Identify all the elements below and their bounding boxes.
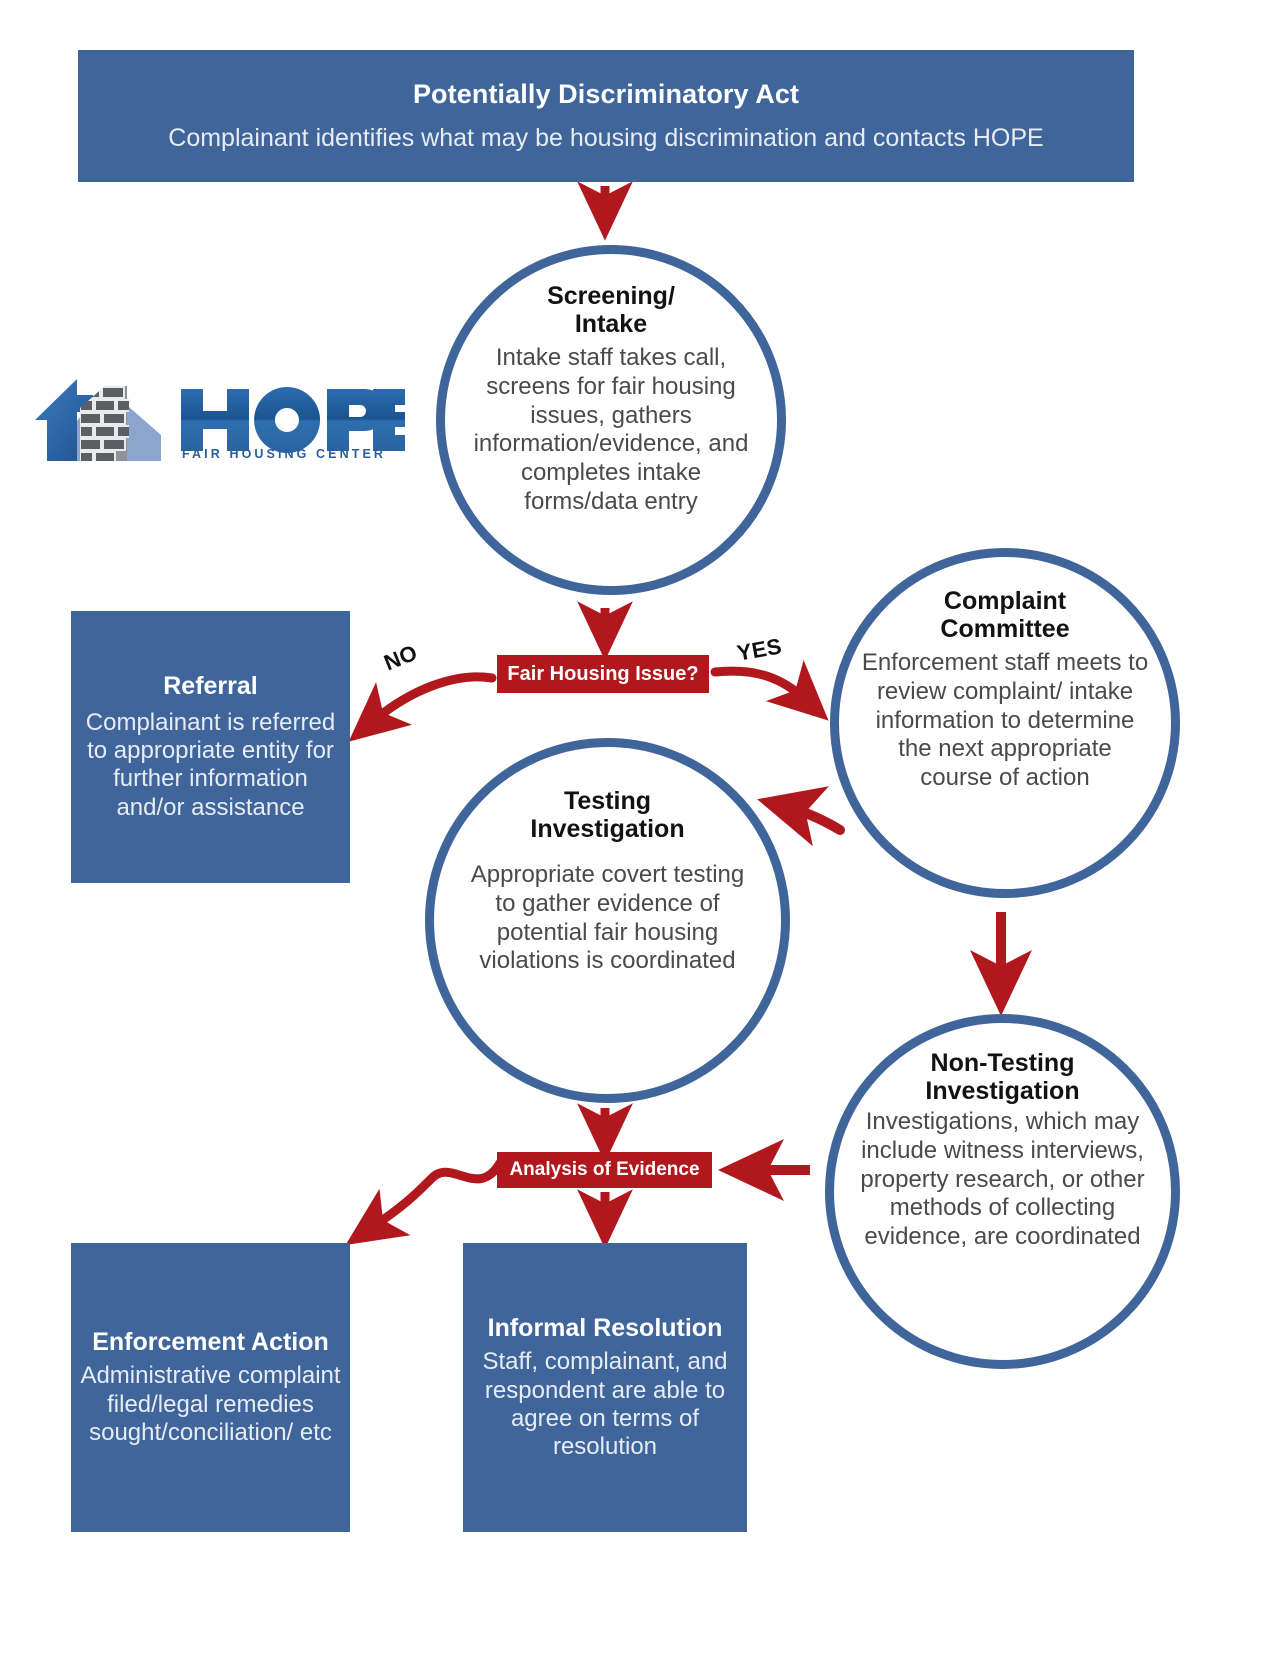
hope-wordmark <box>181 387 405 453</box>
hope-logo: FAIR HOUSING CENTER <box>33 365 405 461</box>
house-dark-roof <box>35 379 93 461</box>
screening-body: Intake staff takes call, screens for fai… <box>473 344 749 515</box>
node-non-testing-investigation: Non-Testing Investigation Investigations… <box>825 1014 1180 1369</box>
header-title: Potentially Discriminatory Act <box>412 78 800 109</box>
node-enforcement-action: Enforcement Action Administrative compla… <box>71 1243 350 1532</box>
screening-title: Screening/ Intake <box>547 282 675 338</box>
enforcement-action-title: Enforcement Action <box>92 1327 329 1356</box>
informal-resolution-title: Informal Resolution <box>487 1313 723 1342</box>
complaint-committee-title: Complaint Committee <box>940 587 1069 643</box>
complaint-committee-title-line1: Complaint <box>943 587 1067 615</box>
node-referral: Referral Complainant is referred to appr… <box>71 611 350 883</box>
complaint-committee-body: Enforcement staff meets to review compla… <box>861 649 1149 792</box>
header-banner: Potentially Discriminatory Act Complaina… <box>78 50 1134 182</box>
referral-body: Complainant is referred to appropriate e… <box>85 708 336 821</box>
node-complaint-committee: Complaint Committee Enforcement staff me… <box>830 548 1180 898</box>
decision-analysis-of-evidence: Analysis of Evidence <box>497 1152 712 1188</box>
arrow-committee-to-testing <box>757 786 845 847</box>
testing-title: Testing Investigation <box>530 787 684 843</box>
decision-fair-housing-issue: Fair Housing Issue? <box>497 655 709 693</box>
header-subtitle: Complainant identifies what may be housi… <box>168 123 1044 152</box>
non-testing-title-line1: Non-Testing <box>930 1049 1075 1077</box>
informal-resolution-body: Staff, complainant, and respondent are a… <box>482 1348 728 1461</box>
logo-tagline: FAIR HOUSING CENTER <box>182 447 386 461</box>
node-testing-investigation: Testing Investigation Appropriate covert… <box>425 738 790 1103</box>
branch-label-yes: YES <box>735 633 784 666</box>
node-informal-resolution: Informal Resolution Staff, complainant, … <box>463 1243 747 1532</box>
arrow-yes-to-complaint-committee <box>710 659 829 721</box>
referral-title: Referral <box>163 672 258 700</box>
testing-body: Appropriate covert testing to gather evi… <box>470 861 745 975</box>
enforcement-action-body: Administrative complaint filed/legal rem… <box>80 1362 341 1447</box>
complaint-committee-title-line2: Committee <box>940 615 1070 643</box>
screening-title-line1: Screening/ <box>547 282 675 310</box>
non-testing-title: Non-Testing Investigation <box>925 1049 1079 1105</box>
non-testing-title-line2: Investigation <box>925 1077 1080 1105</box>
non-testing-body: Investigations, which may include witnes… <box>860 1108 1145 1251</box>
branch-label-no: NO <box>380 639 421 676</box>
screening-title-line2: Intake <box>574 310 648 338</box>
brick-chimney <box>80 386 129 461</box>
arrow-no-to-referral <box>348 672 497 742</box>
node-screening-intake: Screening/ Intake Intake staff takes cal… <box>436 245 786 595</box>
testing-title-line2: Investigation <box>530 815 685 843</box>
testing-title-line1: Testing <box>563 787 652 815</box>
arrow-analysis-to-enforcement <box>345 1158 505 1245</box>
